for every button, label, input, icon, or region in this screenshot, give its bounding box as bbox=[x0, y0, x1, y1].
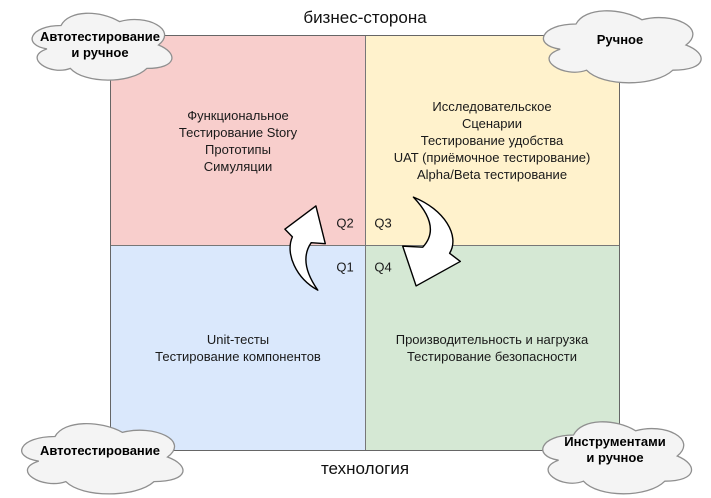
q3-label: Q3 bbox=[374, 215, 392, 231]
quadrant-q3-text: Исследовательское Сценарии Тестирование … bbox=[393, 99, 591, 182]
q4-label: Q4 bbox=[374, 259, 392, 275]
quadrants-grid: Функциональное Тестирование Story Протот… bbox=[110, 35, 620, 451]
quadrant-q2-text: Функциональное Тестирование Story Протот… bbox=[178, 107, 298, 174]
vertical-divider bbox=[365, 36, 366, 450]
cloud-bottom-right-label: Инструментами и ручное bbox=[564, 434, 666, 465]
quadrant-q1-text: Unit-тесты Тестирование компонентов bbox=[155, 331, 321, 364]
cloud-icon bbox=[22, 6, 178, 84]
curved-arrow-down-icon bbox=[396, 192, 463, 289]
curved-arrow-up-icon bbox=[283, 203, 330, 295]
cloud-bottom-right: Инструментами и ручное bbox=[532, 414, 698, 498]
cloud-icon bbox=[532, 414, 698, 498]
quadrant-q4: Производительность и нагрузка Тестирован… bbox=[365, 245, 619, 450]
cloud-bottom-left: Автотестирование bbox=[10, 416, 190, 498]
technology-axis-label: технология bbox=[320, 459, 410, 478]
cloud-icon bbox=[10, 416, 190, 498]
cloud-bottom-left-label: Автотестирование bbox=[39, 443, 161, 458]
quadrant-q1: Unit-тесты Тестирование компонентов bbox=[111, 245, 365, 450]
cloud-top-right-label: Ручное bbox=[596, 32, 644, 47]
q2-label: Q2 bbox=[336, 215, 354, 231]
cloud-top-left-label: Автотестирование и ручное bbox=[39, 29, 161, 60]
cloud-top-left: Автотестирование и ручное bbox=[22, 6, 178, 84]
cloud-top-right: Ручное bbox=[532, 3, 708, 87]
business-side-axis-label: бизнес-сторона bbox=[303, 8, 427, 27]
quadrant-q4-text: Производительность и нагрузка Тестирован… bbox=[395, 331, 589, 364]
q1-label: Q1 bbox=[336, 259, 354, 275]
cloud-icon bbox=[532, 3, 708, 87]
horizontal-divider bbox=[111, 245, 619, 246]
quadrant-q2: Функциональное Тестирование Story Протот… bbox=[111, 36, 365, 245]
